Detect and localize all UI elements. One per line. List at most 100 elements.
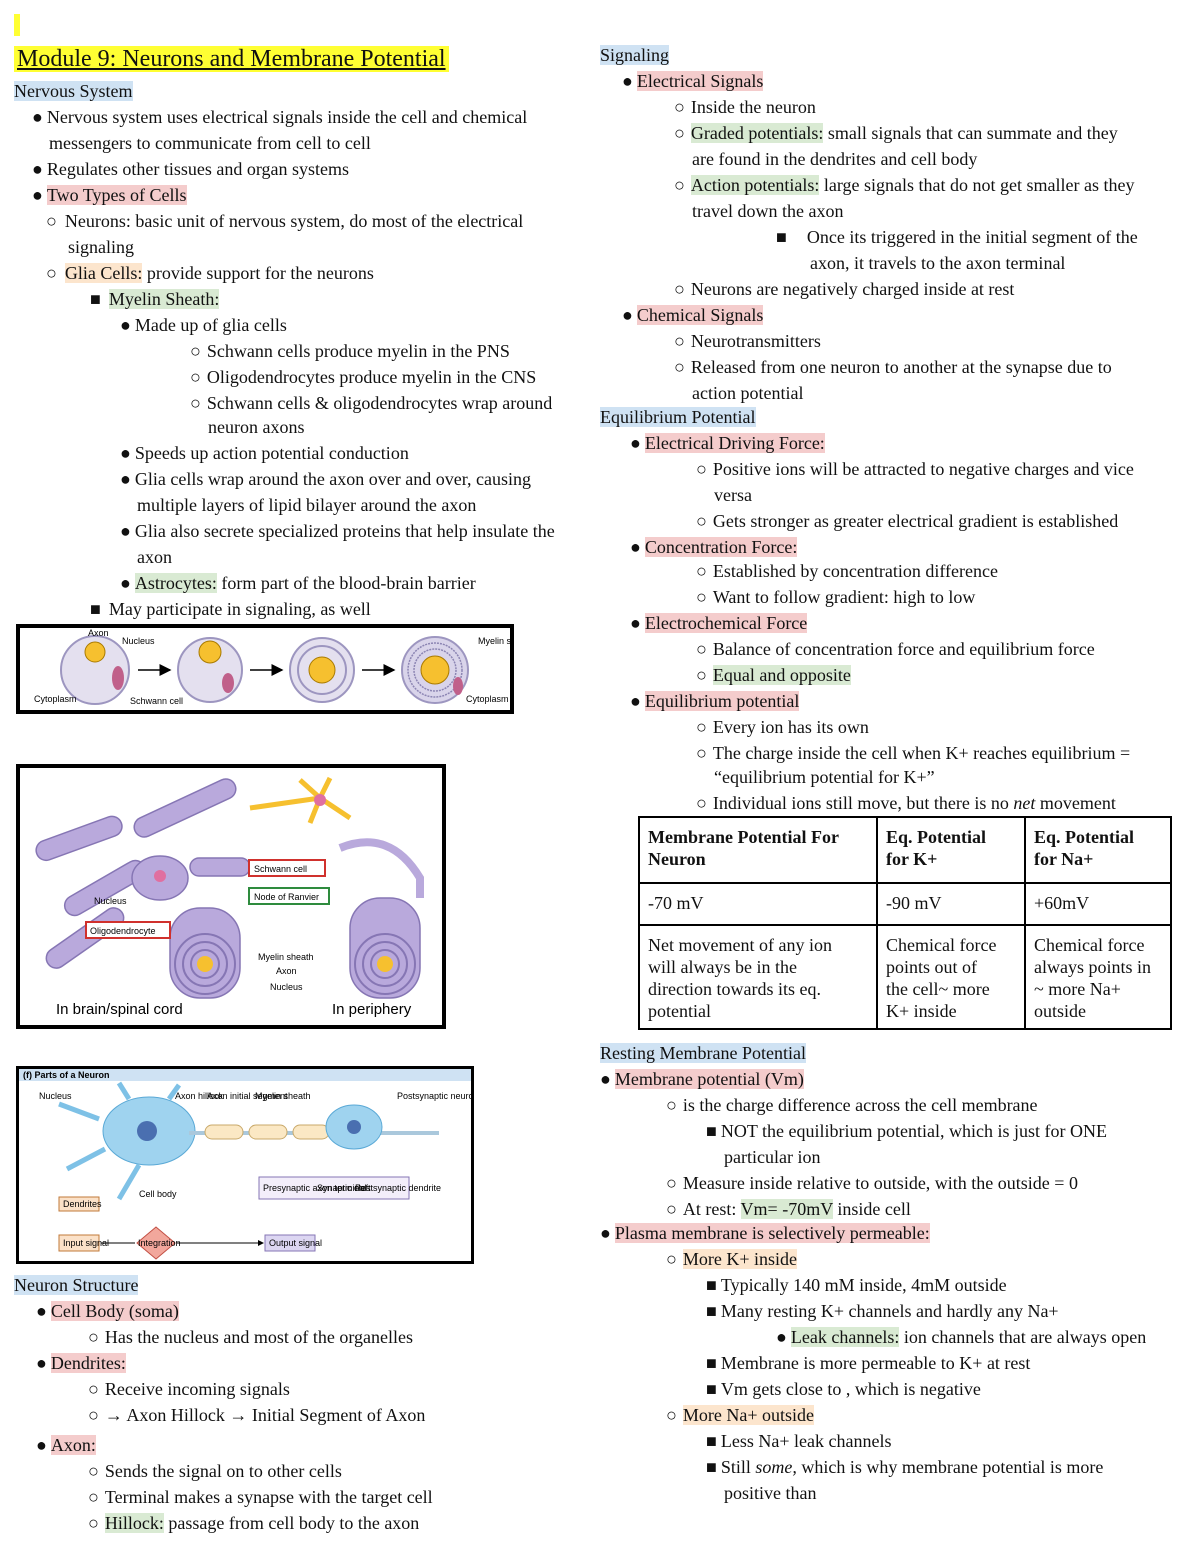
list-item: ○Glia Cells: provide support for the neu… <box>46 263 374 283</box>
list-item: ■Less Na+ leak channels <box>706 1431 892 1451</box>
label-nucleus: Nucleus <box>39 1091 72 1101</box>
label-axon: Axon <box>88 628 109 638</box>
label-nucleus-2: Nucleus <box>270 982 303 992</box>
list-item: ●Nervous system uses electrical signals … <box>32 107 528 127</box>
list-item: ○→ Axon Hillock → Initial Segment of Axo… <box>88 1405 426 1425</box>
list-item-cont: multiple layers of lipid bilayer around … <box>137 495 477 515</box>
list-item: ■NOT the equilibrium potential, which is… <box>706 1121 1107 1141</box>
list-item: ■Membrane is more permeable to K+ at res… <box>706 1353 1031 1373</box>
list-item: ●Electrical Signals <box>622 71 764 91</box>
label-nucleus: Nucleus <box>122 636 155 646</box>
page-title: Module 9: Neurons and Membrane Potential <box>14 46 449 72</box>
cell-stage-3 <box>289 637 355 703</box>
label-axon: Axon <box>276 966 297 976</box>
list-item: ●Glia cells wrap around the axon over an… <box>120 469 532 489</box>
list-item: ●Cell Body (soma) <box>36 1301 179 1321</box>
list-item-cont: positive than <box>724 1483 817 1503</box>
label-oligodendrocyte: Oligodendrocyte <box>90 926 156 936</box>
list-item-cont: action potential <box>692 383 804 403</box>
list-item: ○The charge inside the cell when K+ reac… <box>696 743 1131 763</box>
label-myelin-sheath: Myelin sheath <box>258 952 314 962</box>
list-item: ○is the charge difference across the cel… <box>666 1095 1038 1115</box>
list-item-cont: signaling <box>68 237 134 257</box>
label-myelin-sheath: Myelin sheath <box>478 636 510 646</box>
list-item: ●Regulates other tissues and organ syste… <box>32 159 349 179</box>
list-item-cont: axon <box>137 547 172 567</box>
cell-stage-4 <box>401 636 469 704</box>
list-item: ●Membrane potential (Vm) <box>600 1069 804 1089</box>
list-item: ●Electrochemical Force <box>630 613 808 633</box>
list-item-cont: travel down the axon <box>692 201 844 221</box>
label-postsynaptic-neuron: Postsynaptic neuron <box>397 1091 471 1101</box>
label-cytoplasm-2: Cytoplasm <box>466 694 509 704</box>
list-item: ●Plasma membrane is selectively permeabl… <box>600 1223 930 1243</box>
label-input-signal: Input signal <box>63 1238 109 1248</box>
title-mark <box>14 14 20 36</box>
list-item: ■Typically 140 mM inside, 4mM outside <box>706 1275 1007 1295</box>
label-axon-hillock: Axon hillock <box>175 1091 224 1101</box>
label-cell-body: Cell body <box>139 1189 177 1199</box>
list-item: ○Measure inside relative to outside, wit… <box>666 1173 1078 1193</box>
list-item: ●Concentration Force: <box>630 537 798 557</box>
list-item: ○Want to follow gradient: high to low <box>696 587 976 607</box>
label-myelin-sheath: Myelin sheath <box>255 1091 311 1101</box>
list-item: ■Once its triggered in the initial segme… <box>776 227 1138 247</box>
label-axon-initial-segment: Axon initial segment <box>207 1091 288 1101</box>
list-item: ○Gets stronger as greater electrical gra… <box>696 511 1119 531</box>
list-item: ○Established by concentration difference <box>696 561 998 581</box>
table-cell: -70 mV <box>638 882 878 926</box>
list-item: ○Every ion has its own <box>696 717 869 737</box>
list-item: ■Vm gets close to , which is negative <box>706 1379 981 1399</box>
myelination-diagram: Axon Nucleus Cytoplasm Schwann cell Myel… <box>34 628 510 706</box>
list-item: ■Still some, which is why membrane poten… <box>706 1457 1104 1477</box>
label-presynaptic-terminal: Presynaptic axon terminal <box>263 1183 367 1193</box>
label-node-of-ranvier: Node of Ranvier <box>254 892 319 902</box>
label-schwann-cell: Schwann cell <box>130 696 183 706</box>
list-item-cont: particular ion <box>724 1147 821 1167</box>
section-heading-signaling: Signaling <box>600 45 670 65</box>
label-nucleus: Nucleus <box>94 896 127 906</box>
list-item: ■Myelin Sheath: <box>90 289 220 309</box>
cell-stage-2 <box>177 637 243 703</box>
list-item: ○More K+ inside <box>666 1249 798 1269</box>
list-item: ○Individual ions still move, but there i… <box>696 793 1116 813</box>
list-item: ○Inside the neuron <box>674 97 816 117</box>
list-item: ○Neurotransmitters <box>674 331 821 351</box>
list-item-cont: versa <box>714 485 752 505</box>
list-item: ■Many resting K+ channels and hardly any… <box>706 1301 1059 1321</box>
list-item: ○Graded potentials: small signals that c… <box>674 123 1118 143</box>
list-item: ○More Na+ outside <box>666 1405 814 1425</box>
list-item-cont: neuron axons <box>208 417 305 437</box>
list-item: ●Axon: <box>36 1435 96 1455</box>
list-item: ●Made up of glia cells <box>120 315 287 335</box>
list-item: ●Two Types of Cells <box>32 185 187 205</box>
list-item: ○Schwann cells produce myelin in the PNS <box>190 341 510 361</box>
list-item: ○Action potentials: large signals that d… <box>674 175 1135 195</box>
list-item: ○Hillock: passage from cell body to the … <box>88 1513 420 1533</box>
label-schwann-cell: Schwann cell <box>254 864 307 874</box>
list-item-cont: are found in the dendrites and cell body <box>692 149 978 169</box>
label-brain-spinal-cord: In brain/spinal cord <box>56 1001 183 1018</box>
figure-title: (f) Parts of a Neuron <box>23 1070 110 1080</box>
neuron-parts-diagram: (f) Parts of a Neuron Nucleus Axon hillo… <box>19 1069 471 1260</box>
table-cell: +60mV <box>1024 882 1172 926</box>
label-postsynaptic-dendrite: Postsynaptic dendrite <box>355 1183 441 1193</box>
list-item: ○Balance of concentration force and equi… <box>696 639 1095 659</box>
list-item: ○Neurons: basic unit of nervous system, … <box>46 211 524 231</box>
list-item: ●Electrical Driving Force: <box>630 433 825 453</box>
list-item: ●Equilibrium potential <box>630 691 800 711</box>
list-item: ●Speeds up action potential conduction <box>120 443 409 463</box>
label-dendrites: Dendrites <box>63 1199 102 1209</box>
label-output-signal: Output signal <box>269 1238 322 1248</box>
label-integration: Integration <box>138 1238 181 1248</box>
figure-glia-myelin: Schwann cell Node of Ranvier Nucleus Oli… <box>16 764 446 1029</box>
list-item: ○Neurons are negatively charged inside a… <box>674 279 1015 299</box>
table-row: -70 mV -90 mV +60mV <box>638 882 1172 926</box>
